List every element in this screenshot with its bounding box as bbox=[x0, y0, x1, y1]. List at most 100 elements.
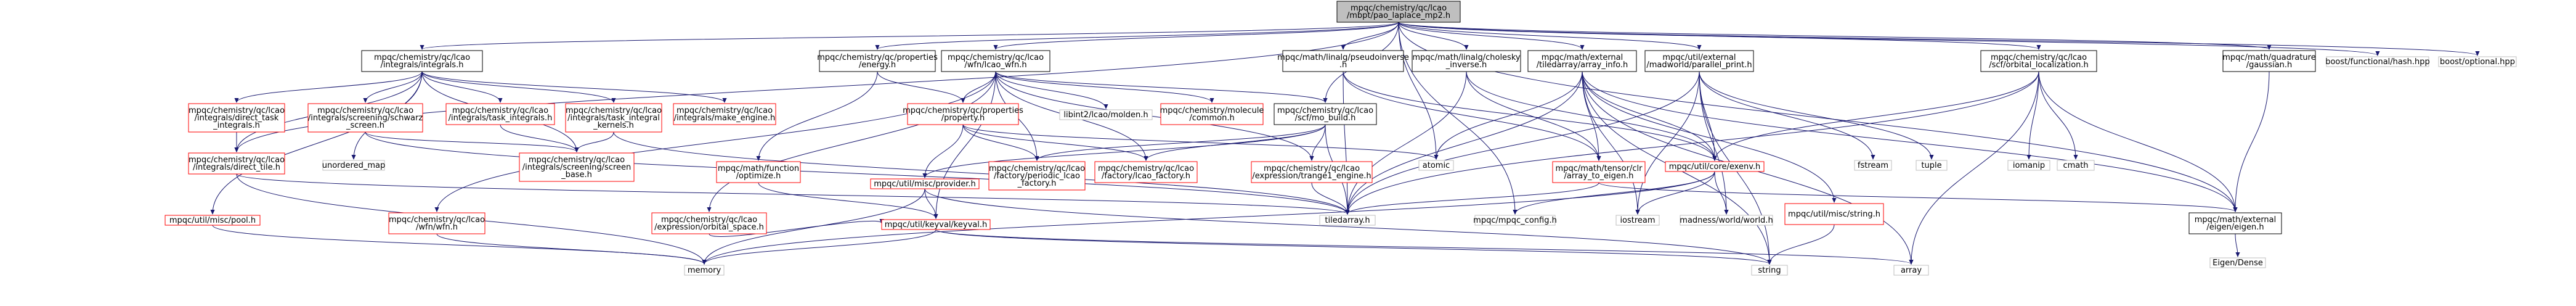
node-label-tuple-0: tuple bbox=[1921, 161, 1941, 170]
node-direct_tile: mpqc/chemistry/qc/lcao/integrals/direct_… bbox=[188, 152, 285, 175]
node-eigen_h[interactable]: mpqc/math/external/eigen/eigen.h bbox=[2188, 212, 2282, 234]
dependency-edge-tiledarray_array_info-to-tiledarray_h bbox=[1347, 71, 1583, 214]
node-label-task_integral_kernels-1: /integrals/task_integral bbox=[567, 114, 660, 123]
node-label-exenv-0: mpqc/util/core/exenv.h bbox=[1669, 162, 1761, 172]
node-root[interactable]: mpqc/chemistry/qc/lcao/mbpt/pao_laplace_… bbox=[1336, 1, 1461, 23]
node-box-lcao_factory bbox=[1094, 161, 1198, 183]
node-orbital_localization[interactable]: mpqc/chemistry/qc/lcao/scf/orbital_local… bbox=[1980, 50, 2097, 72]
dependency-edge-scf_build-to-periodic_factory bbox=[1037, 124, 1326, 160]
node-box-string_util bbox=[1784, 203, 1884, 225]
node-box-tiledarray_array_info[interactable] bbox=[1527, 50, 1637, 72]
dependency-edge-lcao_wfn-to-wfn_h bbox=[437, 71, 996, 212]
node-properties_energy[interactable]: mpqc/chemistry/qc/properties/energy.h bbox=[817, 50, 938, 72]
dependency-edge-parallel_print-to-tiledarray_h bbox=[1347, 71, 1700, 214]
node-label-function_optimize-0: mpqc/math/function bbox=[718, 164, 799, 173]
node-tiledarray_h: tiledarray.h bbox=[1319, 215, 1376, 226]
node-label-eigen_h-1: /eigen/eigen.h bbox=[2206, 223, 2264, 232]
node-label-make_engine-0: mpqc/chemistry/qc/lcao bbox=[677, 106, 773, 115]
dependency-edge-root-to-hash_hpp bbox=[1398, 22, 2378, 56]
node-label-direct_task_integrals-1: /integrals/direct_task bbox=[195, 114, 279, 123]
node-direct_task_integrals: mpqc/chemistry/qc/lcao/integrals/direct_… bbox=[188, 103, 285, 133]
node-label-root-0: mpqc/chemistry/qc/lcao bbox=[1351, 4, 1447, 13]
dependency-edge-exenv-to-madness_world bbox=[1714, 171, 1726, 214]
node-lcao_wfn[interactable]: mpqc/chemistry/qc/lcao/wfn/lcao_wfn.h bbox=[941, 50, 1050, 72]
node-box-tiledarray_h bbox=[1319, 215, 1376, 226]
dependency-edge-lcao_wfn-to-orbital_space bbox=[709, 71, 996, 212]
node-label-periodic_factory-2: _factory.h bbox=[1017, 179, 1057, 188]
node-box-cholesky_inverse[interactable] bbox=[1412, 50, 1521, 72]
dependency-edge-task_integral_kernels-to-tiledarray_h bbox=[613, 131, 1347, 214]
dependency-edge-tiledarray_array_info-to-atomic bbox=[1436, 71, 1583, 159]
node-label-unordered_map-0: unordered_map bbox=[322, 161, 386, 170]
node-parallel_print[interactable]: mpqc/util/external/madworld/parallel_pri… bbox=[1644, 50, 1754, 72]
node-box-cmath bbox=[2057, 160, 2095, 171]
dependency-edge-screening_schwarz-to-tiledarray_h bbox=[365, 131, 1347, 214]
dependency-edge-pseudoinverse-to-array_to_eigen bbox=[1343, 71, 1599, 160]
node-label-cmath-0: cmath bbox=[2063, 161, 2088, 170]
dependency-edge-scf_build-to-trange1_engine bbox=[1312, 124, 1326, 160]
node-box-pool_h bbox=[165, 215, 261, 226]
node-array_to_eigen: mpqc/math/tensor/clr/array_to_eigen.h bbox=[1552, 161, 1646, 183]
node-label-root-1: /mbpt/pao_laplace_mp2.h bbox=[1347, 11, 1450, 20]
node-box-scf_build[interactable] bbox=[1274, 103, 1377, 125]
dependency-edge-lcao_wfn-to-scf_build bbox=[995, 71, 1325, 102]
node-label-quadrature_gaussian-0: mpqc/math/quadrature bbox=[2222, 53, 2315, 62]
node-box-provider_h bbox=[870, 178, 980, 189]
dependency-edge-root-to-pseudoinverse bbox=[1343, 22, 1399, 49]
dependency-edge-keyval_h-to-memory bbox=[704, 229, 937, 264]
node-label-parallel_print-1: /madworld/parallel_print.h bbox=[1646, 60, 1752, 70]
node-box-root[interactable] bbox=[1336, 1, 1461, 23]
dependency-edge-string_util-to-string bbox=[1769, 224, 1835, 264]
node-box-direct_task_integrals bbox=[188, 103, 285, 133]
node-box-keyval_h bbox=[881, 219, 991, 230]
node-box-quadrature_gaussian[interactable] bbox=[2222, 50, 2316, 72]
node-box-lcao_wfn[interactable] bbox=[941, 50, 1050, 72]
node-pseudoinverse[interactable]: mpqc/math/linalg/pseudoinverse.h bbox=[1277, 50, 1409, 72]
node-box-eigen_h[interactable] bbox=[2188, 212, 2282, 234]
dependency-edge-keyval_h-to-array bbox=[935, 229, 1911, 264]
node-box-tuple bbox=[1916, 160, 1948, 171]
node-label-tiledarray_h-0: tiledarray.h bbox=[1325, 216, 1370, 225]
node-iostream: iostream bbox=[1615, 215, 1660, 226]
edge-layer bbox=[213, 22, 2477, 264]
node-label-madness_world-0: madness/world/world.h bbox=[1680, 216, 1773, 225]
dependency-edge-root-to-properties_energy bbox=[877, 22, 1399, 49]
dependency-edge-task_integral_kernels-to-screen_base bbox=[577, 131, 614, 152]
dependency-edge-exenv-to-memory bbox=[704, 171, 1715, 264]
node-label-wfn_h-0: mpqc/chemistry/qc/lcao bbox=[389, 215, 485, 225]
node-quadrature_gaussian[interactable]: mpqc/math/quadrature/gaussian.h bbox=[2222, 50, 2316, 72]
dependency-edge-property_h-to-provider_h bbox=[925, 124, 964, 178]
dependency-edge-root-to-tiledarray_array_info bbox=[1398, 22, 1582, 49]
node-label-eigen_dense-0: Eigen/Dense bbox=[2212, 258, 2263, 268]
node-box-pseudoinverse[interactable] bbox=[1282, 50, 1404, 72]
dependency-edge-root-to-cholesky_inverse bbox=[1398, 22, 1466, 49]
node-label-trange1_engine-1: /expression/trange1_engine.h bbox=[1252, 172, 1371, 181]
node-box-integrals[interactable] bbox=[361, 50, 483, 72]
node-box-eigen_dense bbox=[2209, 257, 2266, 268]
node-label-molecule_common-0: mpqc/chemistry/molecule bbox=[1160, 106, 1264, 115]
dependency-edge-cholesky_inverse-to-tiledarray_h bbox=[1347, 71, 1467, 214]
node-exenv: mpqc/util/core/exenv.h bbox=[1665, 161, 1765, 172]
node-box-parallel_print[interactable] bbox=[1644, 50, 1754, 72]
node-label-string-0: string bbox=[1758, 266, 1781, 275]
node-integrals[interactable]: mpqc/chemistry/qc/lcao/integrals/integra… bbox=[361, 50, 483, 72]
node-task_integrals: mpqc/chemistry/qc/lcao/integrals/task_in… bbox=[445, 103, 555, 125]
node-periodic_factory: mpqc/chemistry/qc/lcao/factory/periodic_… bbox=[988, 161, 1086, 191]
node-box-exenv bbox=[1665, 161, 1765, 172]
node-box-screen_base bbox=[519, 152, 635, 182]
node-box-properties_energy[interactable] bbox=[819, 50, 936, 72]
dependency-edge-provider_h-to-keyval_h bbox=[924, 188, 936, 218]
node-cholesky_inverse[interactable]: mpqc/math/linalg/cholesky_inverse.h bbox=[1412, 50, 1521, 72]
node-label-make_engine-1: /integrals/make_engine.h bbox=[674, 114, 776, 123]
node-label-pseudoinverse-1: .h bbox=[1339, 60, 1347, 70]
node-box-orbital_localization[interactable] bbox=[1980, 50, 2097, 72]
node-label-keyval_h-0: mpqc/util/keyval/keyval.h bbox=[885, 220, 987, 230]
node-tiledarray_array_info[interactable]: mpqc/math/external/tiledarray/array_info… bbox=[1527, 50, 1637, 72]
node-string: string bbox=[1751, 265, 1788, 276]
dependency-edge-pseudoinverse-to-tiledarray_h bbox=[1343, 71, 1347, 214]
node-label-provider_h-0: mpqc/util/misc/provider.h bbox=[874, 180, 976, 189]
node-task_integral_kernels: mpqc/chemistry/qc/lcao/integrals/task_in… bbox=[565, 103, 662, 133]
node-box-screening_schwarz bbox=[307, 103, 423, 133]
dependency-edge-properties_energy-to-property_h bbox=[877, 71, 963, 102]
node-scf_build[interactable]: mpqc/chemistry/qc/lcao/scf/mo_build.h bbox=[1274, 103, 1377, 125]
